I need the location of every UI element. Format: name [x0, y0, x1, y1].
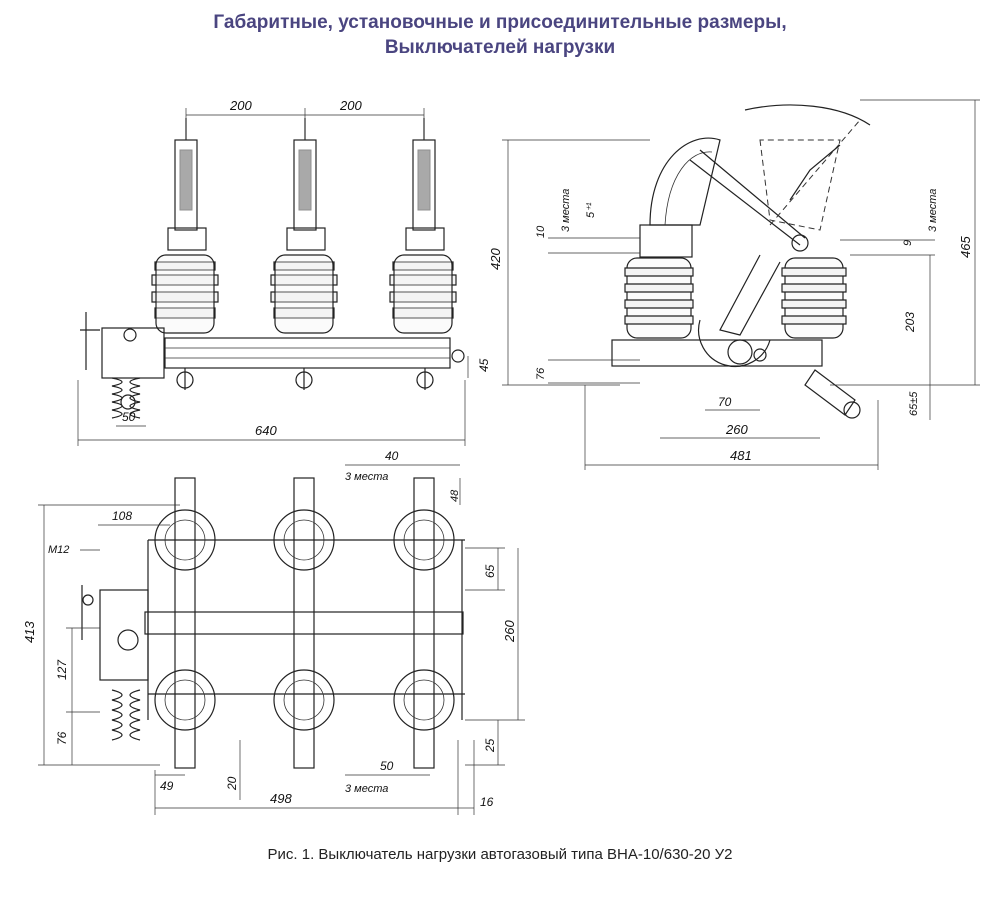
dim-side-qty-right: 3 места	[927, 189, 939, 232]
dim-plan-m12: M12	[48, 544, 69, 556]
dim-side-465: 465	[958, 236, 973, 258]
plan-shaft	[144, 611, 464, 635]
dim-left-offset: 50	[122, 410, 136, 424]
plan-insulators	[154, 509, 455, 731]
dim-side-hole-5: 5⁺¹	[585, 202, 597, 218]
dim-plan-25: 25	[483, 738, 497, 753]
dim-side-203: 203	[903, 312, 917, 333]
side-view: 420 10 3 места 5⁺¹ 76 9 3 места 465 203 …	[488, 99, 980, 470]
dim-plan-40: 40	[385, 449, 399, 463]
dim-plan-qty-top: 3 места	[345, 471, 388, 483]
dim-plan-127: 127	[55, 659, 69, 680]
front-pole-2	[270, 118, 338, 390]
dim-plan-48: 48	[449, 489, 461, 502]
dim-total-width: 640	[255, 423, 277, 438]
dim-side-9: 9	[902, 240, 914, 246]
plan-view: 40 3 места 48 108 M12 413 127 76 65 260 …	[22, 449, 525, 815]
dim-side-76: 76	[535, 367, 547, 380]
dim-side-481: 481	[730, 448, 752, 463]
dim-plan-qty-bottom: 3 места	[345, 783, 388, 795]
page-title-line-2: Выключателей нагрузки	[384, 37, 616, 58]
dim-side-10: 10	[535, 225, 547, 238]
plan-busbar-1	[174, 477, 196, 769]
front-view: 200 200 640 50 45	[77, 98, 491, 446]
dim-side-260: 260	[725, 422, 748, 437]
dim-pitch-1: 200	[229, 98, 252, 113]
side-insulator-left	[624, 224, 694, 339]
dim-plan-50: 50	[380, 759, 394, 773]
dim-side-qty-left: 3 места	[560, 189, 572, 232]
dim-plan-65: 65	[483, 564, 497, 578]
dim-side-65: 65±5	[908, 391, 920, 416]
dim-plan-108: 108	[112, 509, 132, 523]
plan-drive	[81, 585, 149, 741]
dim-plan-76: 76	[55, 731, 69, 745]
side-insulator-right	[781, 257, 847, 339]
dim-plan-260: 260	[502, 620, 517, 643]
dim-base-height: 45	[477, 358, 491, 372]
side-base-plate	[611, 339, 823, 367]
figure-caption: Рис. 1. Выключатель нагрузки автогазовый…	[267, 846, 733, 863]
plan-busbar-3	[413, 477, 435, 769]
front-pole-3	[389, 118, 457, 390]
front-drive-mechanism	[80, 312, 165, 419]
dim-side-420: 420	[488, 248, 503, 270]
dim-pitch-2: 200	[339, 98, 362, 113]
front-base-frame	[164, 337, 451, 369]
side-arc-chute	[649, 137, 721, 226]
dim-side-70: 70	[718, 395, 732, 409]
dim-plan-49: 49	[160, 779, 174, 793]
dim-plan-498: 498	[270, 791, 292, 806]
plan-busbar-2	[293, 477, 315, 769]
dim-plan-413: 413	[22, 621, 37, 643]
dim-plan-16: 16	[480, 795, 494, 809]
dim-plan-20: 20	[225, 776, 239, 791]
front-pole-1	[151, 118, 219, 390]
page-title-line-1: Габаритные, установочные и присоединител…	[213, 12, 787, 33]
